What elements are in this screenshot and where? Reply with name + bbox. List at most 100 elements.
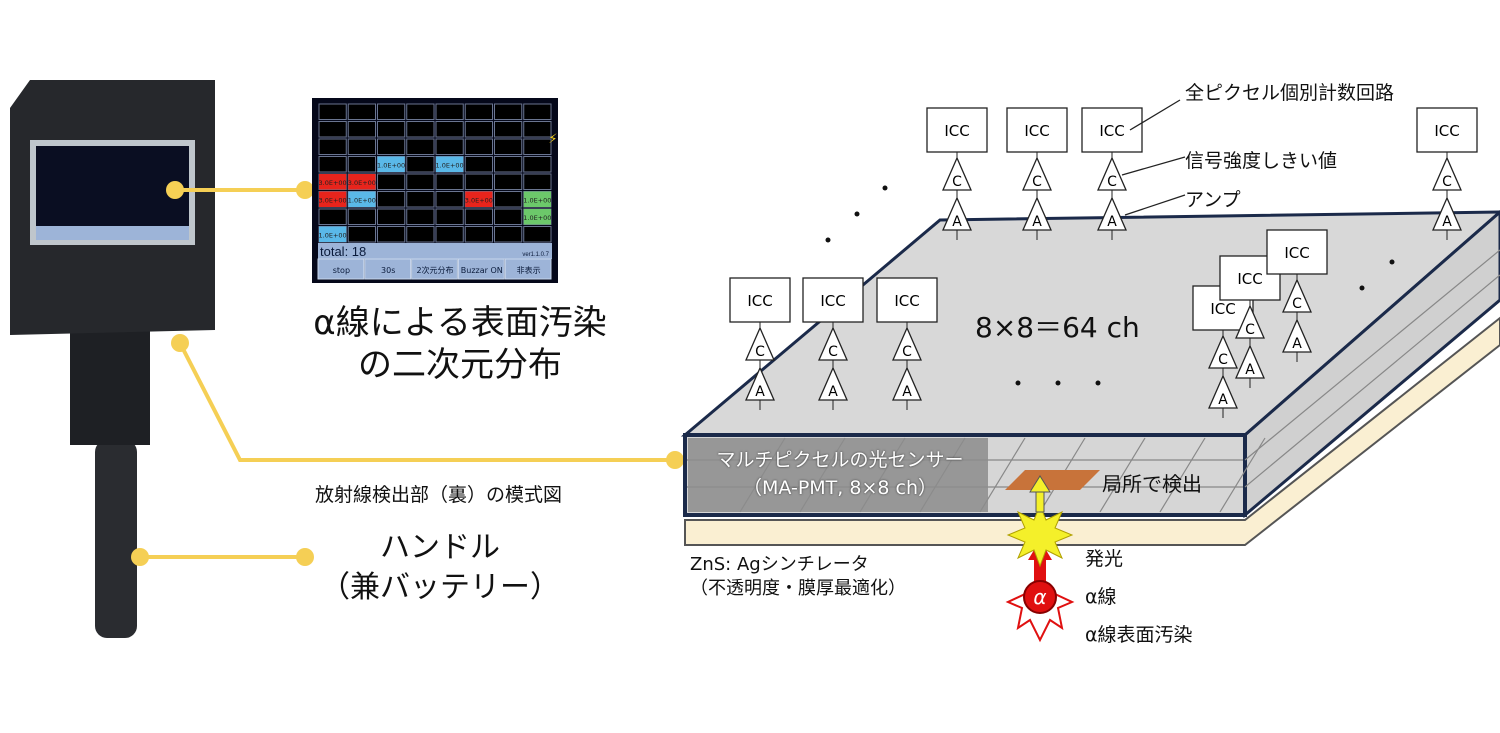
screen-cell xyxy=(406,173,435,190)
screen-cell xyxy=(406,226,435,243)
handle-grip xyxy=(95,440,137,638)
screen-cell xyxy=(523,103,552,120)
connector-dots xyxy=(131,181,684,566)
emission-label: 発光 xyxy=(1085,548,1124,570)
icc-box xyxy=(802,277,864,323)
screen-cell xyxy=(464,173,493,190)
screen-cell xyxy=(435,191,464,208)
screen-cell-value xyxy=(319,174,347,190)
screen-cell xyxy=(318,208,347,225)
screen-cell xyxy=(347,103,376,120)
screen-cell-text: 1.0E+00 xyxy=(319,232,347,240)
handle-label: ハンドル （兼バッテリー） xyxy=(310,528,570,608)
screen-button[interactable] xyxy=(364,258,412,280)
screen-cell xyxy=(464,138,493,155)
leader-lines xyxy=(1121,99,1186,216)
screen-cell xyxy=(494,191,523,208)
screen-cell xyxy=(464,208,493,225)
screen-cell xyxy=(435,138,464,155)
distribution-line-2: の二次元分布 xyxy=(358,345,562,385)
icc-box xyxy=(926,107,988,153)
detector-schematic-label: 放射線検出部（裏）の模式図 xyxy=(315,484,563,506)
screen-cell xyxy=(494,173,523,190)
screen-cell-text: 1.0E+00 xyxy=(523,214,551,222)
screen-button[interactable] xyxy=(411,258,458,280)
screen-cell xyxy=(494,208,523,225)
comparator-label: C xyxy=(1442,174,1452,190)
icc-box xyxy=(729,277,791,323)
comparator-label: C xyxy=(952,174,962,190)
screen-cell xyxy=(464,156,493,173)
screen-cell xyxy=(494,156,523,173)
screen-cell xyxy=(435,208,464,225)
survey-meter-device xyxy=(10,80,215,638)
screen-cell xyxy=(523,226,552,243)
total-count: total: 18 xyxy=(320,244,366,259)
screen-cell xyxy=(377,121,406,138)
screen-cell xyxy=(377,103,406,120)
flash-icon xyxy=(1006,503,1074,568)
comparator-label: C xyxy=(1245,322,1255,338)
screen-cell-value xyxy=(436,156,464,172)
scintillator-label: ZnS: Agシンチレータ （不透明度・膜厚最適化） xyxy=(690,553,906,601)
screen-cell-text: 1.0E+00 xyxy=(348,197,376,205)
screen-cell xyxy=(406,103,435,120)
amplifier-label: A xyxy=(1245,362,1255,378)
handle-neck xyxy=(70,330,150,445)
screen-cell xyxy=(464,226,493,243)
screen-button[interactable] xyxy=(317,258,365,280)
screen-cell xyxy=(318,156,347,173)
comparator-label: C xyxy=(1292,296,1302,312)
scintillator-layer xyxy=(684,316,1500,546)
screen-button-label: 2次元分布 xyxy=(416,265,453,275)
screen-button-label: Buzzar ON xyxy=(461,266,503,275)
screen-cell xyxy=(377,226,406,243)
screen-cell-text: 3.0E+00 xyxy=(348,179,376,187)
screen-cell xyxy=(347,226,376,243)
screen-cell xyxy=(406,208,435,225)
ellipsis-dots xyxy=(825,185,1395,386)
amplifier-label: A xyxy=(1107,214,1117,230)
comparator-label: C xyxy=(1218,352,1228,368)
screen-cell-text: 1.0E+00 xyxy=(377,162,405,170)
comparator-label: C xyxy=(1107,174,1117,190)
screen-cell xyxy=(406,191,435,208)
icc-label: ICC xyxy=(1284,244,1309,262)
alpha-contamination-label: α線表面汚染 xyxy=(1085,624,1193,646)
screen-cell xyxy=(435,173,464,190)
screen-cell xyxy=(406,121,435,138)
alpha-ray-label: α線 xyxy=(1085,586,1117,608)
screen-cell-value xyxy=(523,191,551,207)
screen-cell-value xyxy=(523,209,551,225)
distribution-line-1: α線による表面汚染 xyxy=(313,303,607,343)
screen-cell xyxy=(464,121,493,138)
screen-button[interactable] xyxy=(457,258,505,280)
screen-cell-text: 3.0E+00 xyxy=(465,197,493,205)
screen-cell xyxy=(523,156,552,173)
screen-button-label: 30s xyxy=(381,266,395,275)
screen-button-label: stop xyxy=(333,266,350,275)
screen-cell-text: 3.0E+00 xyxy=(319,197,347,205)
screen-cell xyxy=(494,138,523,155)
screen-cell xyxy=(523,121,552,138)
screen-cell-value xyxy=(465,191,493,207)
icc-label: ICC xyxy=(1434,122,1459,140)
screen-button[interactable] xyxy=(504,258,552,280)
icc-label: ICC xyxy=(894,292,919,310)
handle-line-2: （兼バッテリー） xyxy=(320,570,560,605)
detection-spot xyxy=(1005,470,1100,490)
icc-circuit-label: 全ピクセル個別計数回路 xyxy=(1185,82,1395,104)
icc-label: ICC xyxy=(1210,300,1235,318)
comparator-label: C xyxy=(828,344,838,360)
screen-cell xyxy=(347,208,376,225)
amplifier-label: A xyxy=(952,214,962,230)
screen-cell xyxy=(318,138,347,155)
lightning-icon: ⚡ xyxy=(548,132,557,147)
screen-cell-text: 1.0E+00 xyxy=(523,197,551,205)
